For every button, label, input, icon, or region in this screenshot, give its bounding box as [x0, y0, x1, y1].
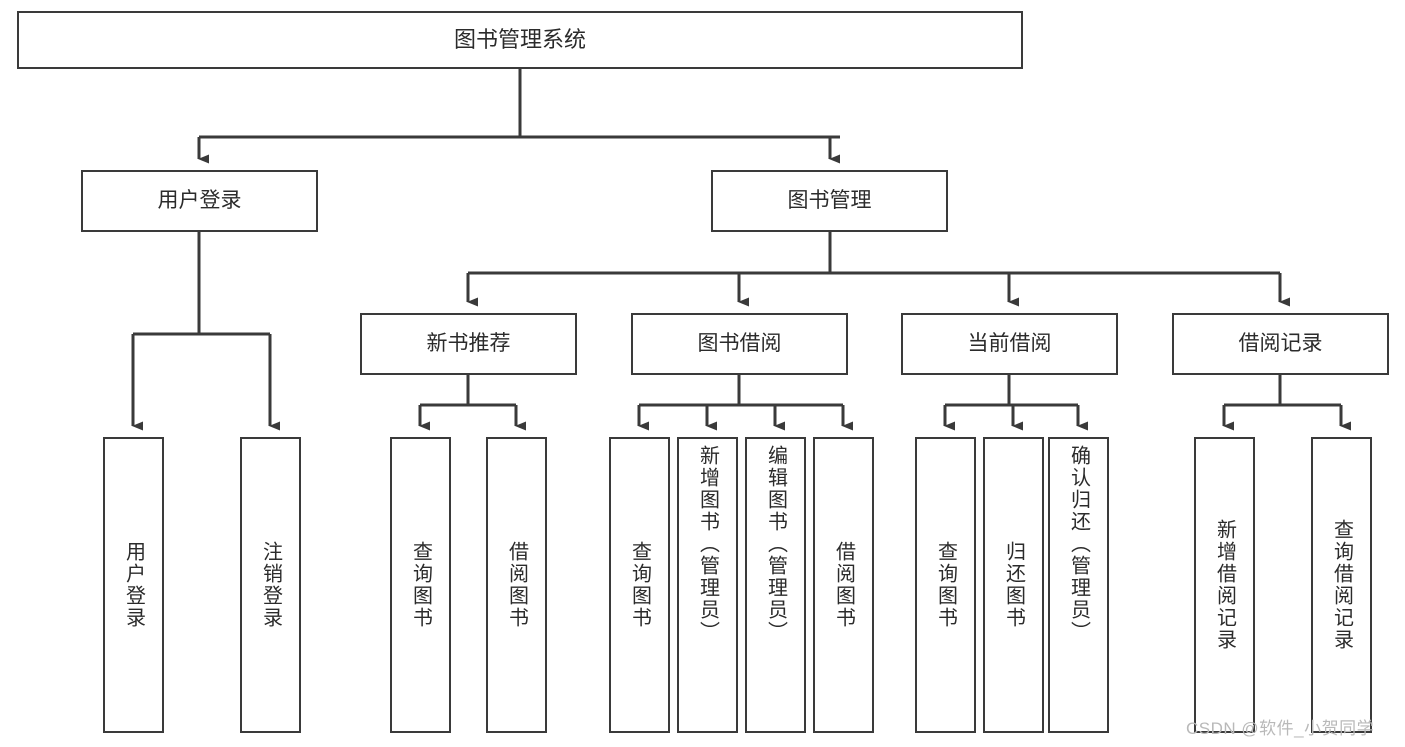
node-user-login[interactable]: 用户登录 — [81, 170, 318, 232]
node-root[interactable]: 图书管理系统 — [17, 11, 1023, 69]
node-leaf-confirm-return[interactable]: 确认归还（管理员） — [1048, 437, 1109, 733]
node-leaf-user-logout-label: 注销登录 — [259, 541, 282, 629]
node-new-book-recommend[interactable]: 新书推荐 — [360, 313, 577, 375]
node-leaf-return-book[interactable]: 归还图书 — [983, 437, 1044, 733]
node-leaf-borrow-book-2-label: 借阅图书 — [832, 541, 855, 629]
node-leaf-query-record-label: 查询借阅记录 — [1330, 519, 1353, 651]
node-leaf-query-book-2[interactable]: 查询图书 — [609, 437, 670, 733]
node-user-login-label: 用户登录 — [157, 188, 242, 212]
node-root-label: 图书管理系统 — [453, 27, 586, 53]
node-leaf-edit-book-label: 编辑图书（管理员） — [764, 445, 787, 643]
node-leaf-add-book-label: 新增图书（管理员） — [696, 445, 719, 643]
node-leaf-add-record-label: 新增借阅记录 — [1213, 519, 1236, 651]
node-leaf-add-book[interactable]: 新增图书（管理员） — [677, 437, 738, 733]
node-leaf-query-book-2-label: 查询图书 — [628, 541, 651, 629]
node-borrow-record-label: 借阅记录 — [1238, 331, 1323, 355]
node-leaf-borrow-book-2[interactable]: 借阅图书 — [813, 437, 874, 733]
node-leaf-query-book-3[interactable]: 查询图书 — [915, 437, 976, 733]
node-leaf-user-login-label: 用户登录 — [122, 541, 145, 629]
node-leaf-user-logout[interactable]: 注销登录 — [240, 437, 301, 733]
node-leaf-confirm-return-label: 确认归还（管理员） — [1067, 445, 1090, 643]
node-book-borrow-label: 图书借阅 — [697, 331, 782, 355]
node-leaf-return-book-label: 归还图书 — [1002, 541, 1025, 629]
node-leaf-borrow-book-1-label: 借阅图书 — [505, 541, 528, 629]
node-leaf-user-login[interactable]: 用户登录 — [103, 437, 164, 733]
node-new-book-recommend-label: 新书推荐 — [426, 331, 511, 355]
node-leaf-add-record[interactable]: 新增借阅记录 — [1194, 437, 1255, 733]
node-leaf-query-book-1-label: 查询图书 — [409, 541, 432, 629]
node-borrow-record[interactable]: 借阅记录 — [1172, 313, 1389, 375]
node-book-borrow[interactable]: 图书借阅 — [631, 313, 848, 375]
node-book-management-label: 图书管理 — [787, 188, 872, 212]
node-current-borrow[interactable]: 当前借阅 — [901, 313, 1118, 375]
node-current-borrow-label: 当前借阅 — [967, 331, 1052, 355]
node-leaf-borrow-book-1[interactable]: 借阅图书 — [486, 437, 547, 733]
node-book-management[interactable]: 图书管理 — [711, 170, 948, 232]
node-leaf-edit-book[interactable]: 编辑图书（管理员） — [745, 437, 806, 733]
node-leaf-query-record[interactable]: 查询借阅记录 — [1311, 437, 1372, 733]
node-leaf-query-book-1[interactable]: 查询图书 — [390, 437, 451, 733]
node-leaf-query-book-3-label: 查询图书 — [934, 541, 957, 629]
